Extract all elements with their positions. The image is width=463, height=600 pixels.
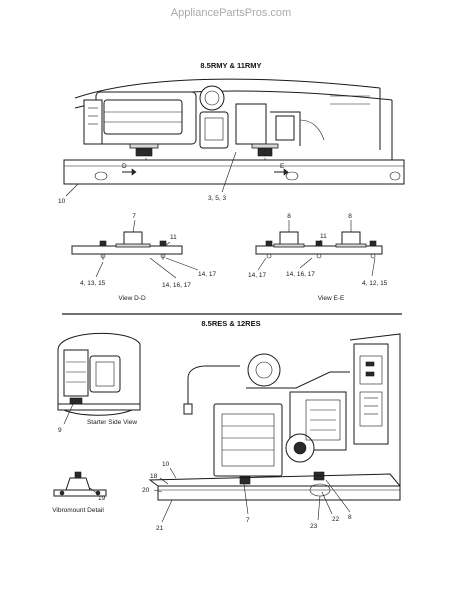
view-dd-callout-7: 7 xyxy=(132,213,136,220)
vibromount-detail-illustration xyxy=(53,471,107,497)
res-callout-20: 20 xyxy=(142,487,150,494)
view-ee-callout-11: 11 xyxy=(320,233,327,240)
vibromount-caption: Vibromount Detail xyxy=(52,507,104,514)
callout-mount-parts: 3, 5, 3 xyxy=(208,195,226,202)
callout-view-e: E xyxy=(280,163,285,170)
view-dd-callout-14-17: 14, 17 xyxy=(198,271,216,278)
callout-view-d: D xyxy=(122,163,127,170)
res-callout-21: 21 xyxy=(156,525,164,532)
view-ee-callout-4-12-15: 4, 12, 15 xyxy=(362,280,388,287)
view-ee-callout-14-16-17: 14, 16, 17 xyxy=(286,271,315,278)
view-dd-callout-4-13-15: 4, 13, 15 xyxy=(80,280,106,287)
generator-rmy-illustration xyxy=(63,78,405,185)
starter-view-callout-9: 9 xyxy=(58,427,62,434)
view-dd-callout-11: 11 xyxy=(170,234,177,241)
res-callout-7: 7 xyxy=(246,517,250,524)
res-callout-8: 8 xyxy=(348,514,352,521)
res-callout-23: 23 xyxy=(310,523,318,530)
starter-view-caption: Starter Side View xyxy=(87,419,137,426)
bottom-section-title: 8.5RES & 12RES xyxy=(201,319,260,328)
top-section-title: 8.5RMY & 11RMY xyxy=(200,61,261,70)
generator-res-illustration xyxy=(148,333,401,501)
res-callout-18: 18 xyxy=(150,473,158,480)
view-ee-callout-8-left: 8 xyxy=(287,213,291,220)
view-ee-callout-8-right: 8 xyxy=(348,213,352,220)
view-dd-callout-14-16-17: 14, 16, 17 xyxy=(162,282,191,289)
callout-base-plate: 10 xyxy=(58,198,66,205)
view-ee-caption: View E-E xyxy=(318,295,345,302)
vibromount-callout-19: 19 xyxy=(98,495,106,502)
view-ee-callout-14-17: 14, 17 xyxy=(248,272,266,279)
view-dd-illustration xyxy=(71,231,183,260)
view-ee-illustration xyxy=(255,231,383,259)
view-dd-caption: View D-D xyxy=(118,295,146,302)
starter-side-view-illustration xyxy=(57,332,141,416)
res-callout-10: 10 xyxy=(162,461,170,468)
res-callout-22: 22 xyxy=(332,516,340,523)
watermark: AppliancePartsPros.com xyxy=(171,7,291,19)
